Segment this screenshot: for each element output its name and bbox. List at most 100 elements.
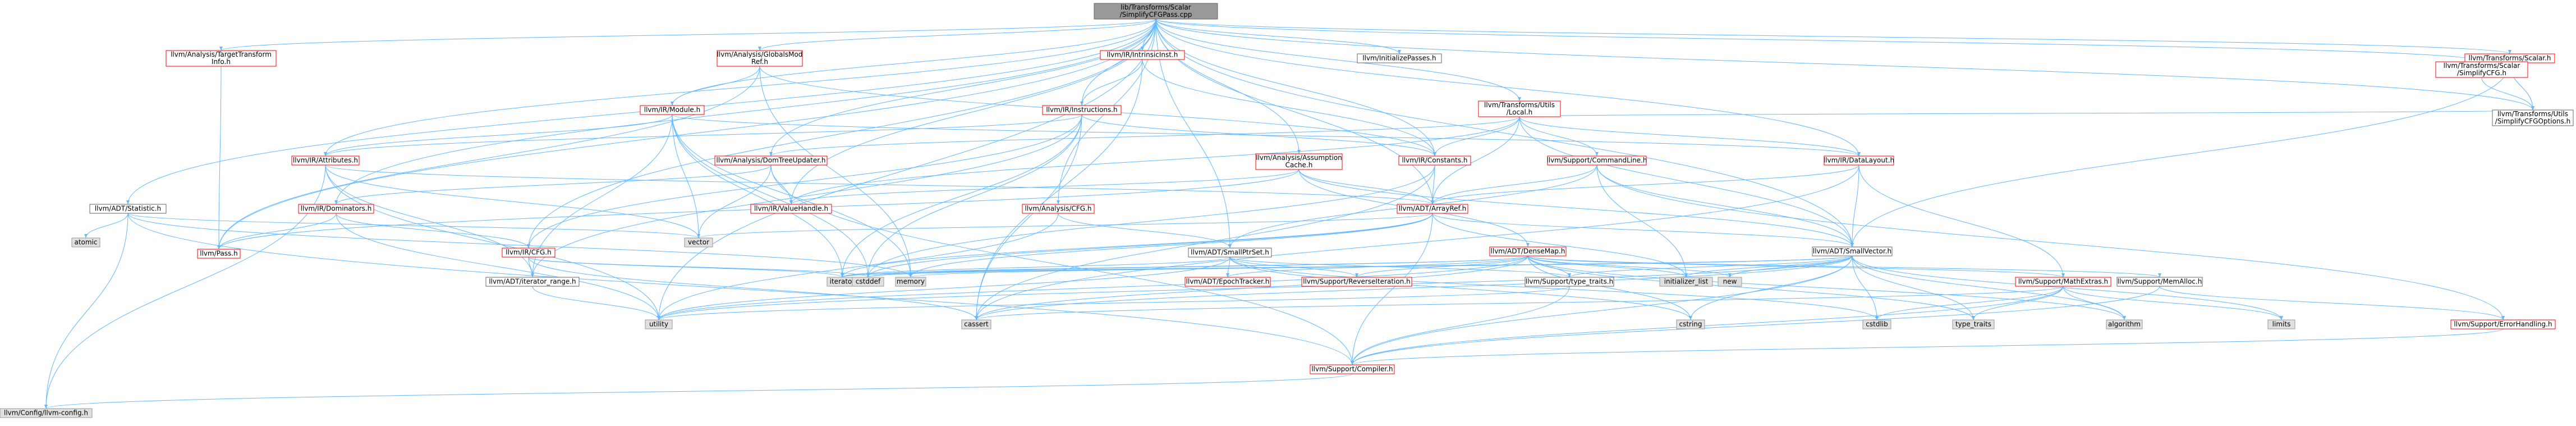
node-label: new [1723, 278, 1737, 286]
edge-arrowhead-ir_dominators-to-pass [217, 245, 221, 249]
node-type-traits-h[interactable]: llvm/Support/type_traits.h [1525, 277, 1614, 287]
edge-adt_statistic-to-memory [127, 213, 911, 278]
node-ir-attributes[interactable]: llvm/IR/Attributes.h [291, 155, 360, 166]
node-label: memory [897, 278, 925, 286]
node-error-handling[interactable]: llvm/Support/ErrorHandling.h [2450, 319, 2556, 329]
node-dom-tree-updater[interactable]: llvm/Analysis/DomTreeUpdater.h [714, 155, 828, 166]
node-iterator-range[interactable]: llvm/ADT/iterator_range.h [485, 277, 580, 287]
edge-utils_local-to-ir_value_handle [791, 116, 1520, 205]
node-label: llvm/ADT/Statistic.h [95, 205, 161, 213]
edge-arrowhead-small_vector-to-iterator [841, 273, 844, 277]
node-label: Cache.h [1285, 161, 1313, 169]
edge-arrowhead-small_vector-to-new [1728, 273, 1732, 277]
node-adt-array-ref[interactable]: llvm/ADT/ArrayRef.h [1397, 204, 1468, 214]
node-label: llvm/Transforms/Scalar.h [2469, 54, 2551, 62]
node-pass[interactable]: llvm/Pass.h [197, 249, 241, 259]
node-ir-cfg[interactable]: llvm/IR/CFG.h [502, 248, 555, 258]
edge-small_ptr_set-to-iterator [842, 256, 1230, 278]
edge-small_ptr_set-to-cstring [1229, 256, 1691, 320]
node-box [1094, 3, 1218, 20]
node-ir-dominators[interactable]: llvm/IR/Dominators.h [298, 204, 374, 214]
edge-root-to-simplify_cfg_options [1155, 19, 2533, 111]
node-adt-statistic[interactable]: llvm/ADT/Statistic.h [89, 204, 167, 214]
edge-dense_map-to-cstring [1527, 255, 1691, 320]
node-box [750, 204, 832, 214]
node-root[interactable]: lib/Transforms/Scalar/SimplifyCFGPass.cp… [1094, 3, 1218, 20]
edge-arrowhead-root-to-adt_statistic [126, 200, 130, 204]
edge-utils_local-to-command_line [1519, 116, 1597, 157]
node-intrinsic-inst[interactable]: llvm/IR/IntrinsicInst.h [1100, 50, 1185, 60]
edge-utils_local-to-adt_array_ref [1432, 116, 1520, 205]
node-label: llvm/IR/IntrinsicInst.h [1107, 51, 1178, 59]
edge-arrowhead-dense_map-to-mem_alloc [2158, 273, 2161, 277]
edge-root-to-ir_module [672, 19, 1156, 106]
node-label: llvm/ADT/ArrayRef.h [1399, 205, 1467, 213]
edge-intrinsic_inst-to-ir_instructions [1081, 59, 1143, 106]
node-simplify-cfg-options[interactable]: llvm/Transforms/Utils/SimplifyCFGOptions… [2492, 109, 2574, 126]
node-small-vector[interactable]: llvm/ADT/SmallVector.h [1812, 246, 1893, 256]
node-transforms-scalar[interactable]: llvm/Transforms/Scalar.h [2464, 53, 2555, 63]
edge-math_extras-to-limits [2063, 286, 2282, 320]
edge-arrowhead-root-to-initialize_passes [1398, 50, 1401, 54]
edge-mem_alloc-to-error_handling [2159, 286, 2504, 320]
edge-arrowhead-utils_local-to-data_layout [1857, 152, 1861, 156]
node-analysis-cfg[interactable]: llvm/Analysis/CFG.h [1022, 204, 1095, 214]
edge-ir_instructions-to-ir_constants [1081, 114, 1435, 157]
edge-ir_dominators-to-utility [336, 213, 659, 320]
node-ir-module[interactable]: llvm/IR/Module.h [640, 105, 705, 115]
node-box [0, 408, 93, 418]
node-box [961, 319, 991, 329]
edge-math_extras-to-cassert [976, 286, 2064, 320]
edge-small_vector-to-utility [658, 255, 1853, 320]
edge-ir_module-to-vector [672, 114, 699, 239]
node-initializer-list: initializer_list [1659, 277, 1713, 287]
node-command-line[interactable]: llvm/Support/CommandLine.h [1546, 155, 1647, 166]
node-ir-value-handle[interactable]: llvm/IR/ValueHandle.h [750, 204, 832, 214]
node-mem-alloc[interactable]: llvm/Support/MemAlloc.h [2116, 277, 2203, 287]
include-nodes: lib/Transforms/Scalar/SimplifyCFGPass.cp… [0, 3, 2574, 418]
edge-ir_cfg-to-cassert [528, 256, 977, 320]
node-ir-constants[interactable]: llvm/IR/Constants.h [1398, 155, 1471, 166]
edge-mem_alloc-to-compiler [1352, 286, 2160, 365]
node-dense-map[interactable]: llvm/ADT/DenseMap.h [1489, 246, 1567, 256]
edge-root-to-data_layout [1155, 19, 1859, 157]
edge-arrowhead-dense_map-to-epoch_tracker [1226, 273, 1229, 277]
node-box [502, 248, 555, 258]
edge-root-to-transforms_scalar [1155, 19, 2510, 54]
edge-iterator_range-to-utility [532, 286, 659, 320]
edge-arrowhead-small_vector-to-memory [909, 273, 912, 277]
edge-adt_array_ref-to-vector [698, 213, 1433, 239]
node-label: llvm/Config/llvm-config.h [4, 409, 88, 417]
node-label: llvm/Support/MathExtras.h [2018, 278, 2108, 286]
node-scalar-simplify-cfg[interactable]: llvm/Transforms/Scalar/SimplifyCFG.h [2435, 61, 2528, 78]
node-initialize-passes[interactable]: llvm/InitializePasses.h [1357, 53, 1442, 63]
node-box [1676, 319, 1705, 329]
edge-adt_array_ref-to-compiler [1352, 213, 1433, 365]
edge-dense_map-to-mem_alloc [1527, 255, 2160, 278]
node-ir-instructions[interactable]: llvm/IR/Instructions.h [1042, 105, 1122, 115]
node-data-layout[interactable]: llvm/IR/DataLayout.h [1824, 155, 1894, 166]
node-box [895, 277, 926, 287]
edge-root-to-utility [658, 19, 1156, 320]
edge-arrowhead-small_vector-to-cstring [1689, 316, 1692, 320]
node-utils-local[interactable]: llvm/Transforms/Utils/Local.h [1478, 100, 1561, 117]
node-small-ptr-set[interactable]: llvm/ADT/SmallPtrSet.h [1188, 248, 1272, 258]
edge-root-to-initialize_passes [1155, 19, 1400, 54]
edge-root-to-small_vector [1155, 19, 1853, 248]
edge-arrowhead-ir_instructions-to-ir_attributes [324, 152, 327, 156]
edge-adt_statistic-to-vector [127, 213, 699, 239]
edge-data_layout-to-cassert [976, 164, 1859, 320]
edge-globals_mod_ref-to-memory [759, 66, 911, 278]
node-compiler[interactable]: llvm/Support/Compiler.h [1310, 364, 1395, 374]
node-reverse-iteration[interactable]: llvm/Support/ReverseIteration.h [1301, 277, 1412, 287]
node-label: cassert [964, 320, 989, 328]
edge-ir_constants-to-cassert [976, 164, 1435, 320]
node-label: llvm/Analysis/GlobalsMod [717, 51, 803, 58]
node-epoch-tracker[interactable]: llvm/ADT/EpochTracker.h [1184, 277, 1271, 287]
node-box [1659, 277, 1713, 287]
node-math-extras[interactable]: llvm/Support/MathExtras.h [2015, 277, 2111, 287]
